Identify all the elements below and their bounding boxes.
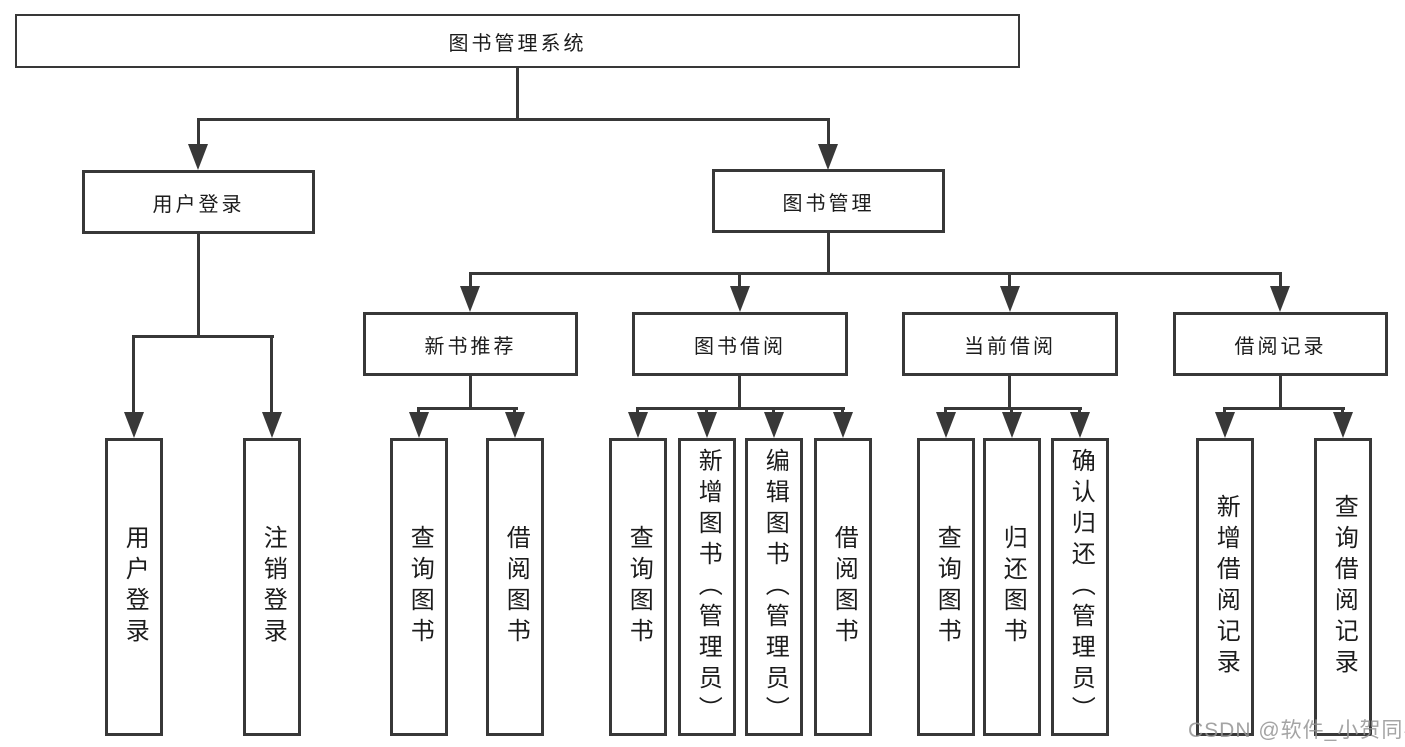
leaf-label: 借阅图书 — [502, 525, 530, 649]
leaf-label: 确认归还（管理员） — [1067, 447, 1095, 727]
leaf-borrow-books: 借阅图书 — [814, 438, 872, 736]
connector-line — [944, 407, 1082, 410]
connector-line — [197, 121, 200, 145]
connector-line — [132, 335, 274, 338]
connector-line — [636, 407, 845, 410]
leaf-label: 注销登录 — [259, 525, 287, 649]
arrowhead-icon — [409, 412, 429, 438]
arrowhead-icon — [460, 286, 480, 312]
connector-line — [827, 121, 830, 145]
connector-line — [197, 234, 200, 335]
arrowhead-icon — [697, 412, 717, 438]
connector-line — [469, 375, 472, 409]
connector-line — [1223, 407, 1345, 410]
leaf-label: 新增借阅记录 — [1212, 494, 1240, 680]
connector-line — [827, 233, 830, 272]
leaf-label: 编辑图书（管理员） — [761, 447, 789, 727]
leaf-query-books-recommend: 查询图书 — [390, 438, 448, 736]
arrowhead-icon — [262, 412, 282, 438]
connector-line — [516, 68, 519, 118]
csdn-watermark: CSDN @软件_小贺同学 — [1188, 719, 1405, 742]
connector-line — [469, 275, 472, 287]
leaf-label: 新增图书（管理员） — [694, 447, 722, 727]
leaf-add-books-admin: 新增图书（管理员） — [678, 438, 736, 736]
node-new-book-recommend: 新书推荐 — [363, 312, 578, 376]
arrowhead-icon — [1270, 286, 1290, 312]
node-user-login: 用户登录 — [82, 170, 315, 234]
arrowhead-icon — [1002, 412, 1022, 438]
leaf-label: 查询借阅记录 — [1330, 494, 1358, 680]
connector-line — [469, 272, 1282, 275]
node-current-borrowing: 当前借阅 — [902, 312, 1118, 376]
leaf-add-borrow-record: 新增借阅记录 — [1196, 438, 1254, 736]
node-borrowing-records: 借阅记录 — [1173, 312, 1388, 376]
leaf-query-books-current: 查询图书 — [917, 438, 975, 736]
arrowhead-icon — [764, 412, 784, 438]
connector-line — [1279, 275, 1282, 287]
connector-line — [1279, 375, 1282, 409]
leaf-logout: 注销登录 — [243, 438, 301, 736]
leaf-borrow-books-recommend: 借阅图书 — [486, 438, 544, 736]
arrowhead-icon — [1333, 412, 1353, 438]
connector-line — [738, 275, 741, 287]
node-library-system: 图书管理系统 — [15, 14, 1020, 68]
leaf-label: 借阅图书 — [830, 525, 858, 649]
node-book-borrowing: 图书借阅 — [632, 312, 848, 376]
arrowhead-icon — [1070, 412, 1090, 438]
connector-line — [738, 375, 741, 409]
leaf-label: 用户登录 — [121, 525, 149, 649]
leaf-user-login: 用户登录 — [105, 438, 163, 736]
leaf-label: 查询图书 — [406, 525, 434, 649]
leaf-query-books-borrowing: 查询图书 — [609, 438, 667, 736]
arrowhead-icon — [730, 286, 750, 312]
arrowhead-icon — [936, 412, 956, 438]
node-book-management: 图书管理 — [712, 169, 945, 233]
arrowhead-icon — [124, 412, 144, 438]
connector-line — [270, 338, 273, 414]
connector-line — [1008, 375, 1011, 409]
arrowhead-icon — [818, 144, 838, 170]
leaf-query-borrow-record: 查询借阅记录 — [1314, 438, 1372, 736]
arrowhead-icon — [1000, 286, 1020, 312]
leaf-label: 归还图书 — [999, 525, 1027, 649]
arrowhead-icon — [1215, 412, 1235, 438]
connector-line — [132, 338, 135, 414]
arrowhead-icon — [833, 412, 853, 438]
connector-line — [417, 407, 518, 410]
leaf-edit-books-admin: 编辑图书（管理员） — [745, 438, 803, 736]
leaf-return-books: 归还图书 — [983, 438, 1041, 736]
leaf-label: 查询图书 — [625, 525, 653, 649]
arrowhead-icon — [188, 144, 208, 170]
arrowhead-icon — [628, 412, 648, 438]
leaf-label: 查询图书 — [933, 525, 961, 649]
connector-line — [1008, 275, 1011, 287]
connector-line — [197, 118, 830, 121]
arrowhead-icon — [505, 412, 525, 438]
leaf-confirm-return-admin: 确认归还（管理员） — [1051, 438, 1109, 736]
